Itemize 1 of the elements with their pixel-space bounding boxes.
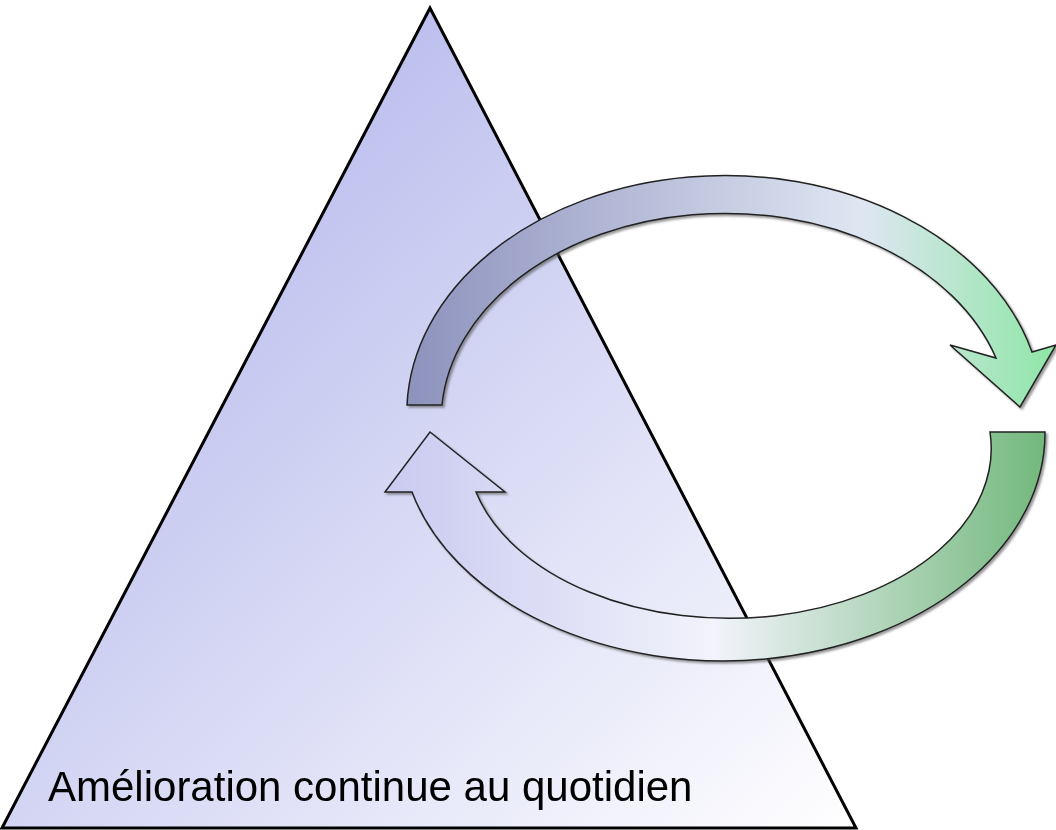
triangle-label: Amélioration continue au quotidien [48,764,693,811]
